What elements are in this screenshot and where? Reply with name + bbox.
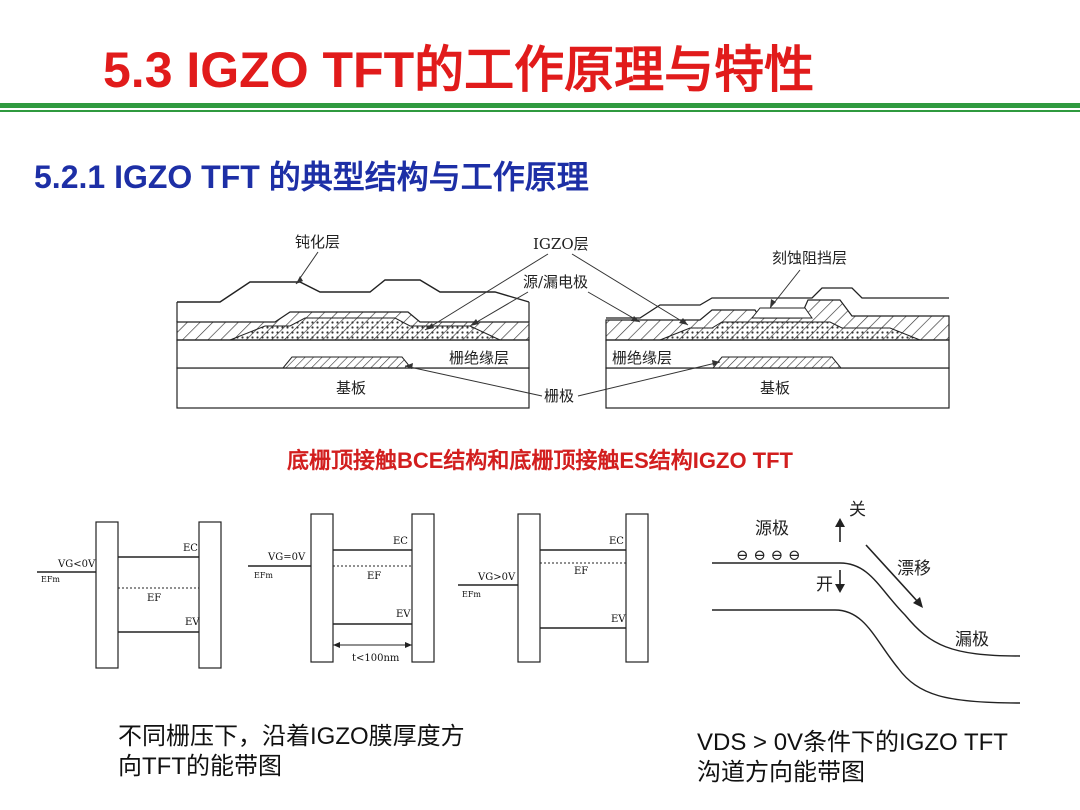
band-diagram-vg-positive: VG>0V EFm EC EF EV	[458, 513, 649, 663]
label-substrate-right: 基板	[760, 379, 790, 397]
label-source: 源极	[755, 519, 789, 539]
efm-label-2: EFm	[254, 571, 273, 580]
label-passivation: 钝化层	[295, 233, 340, 251]
ev-label-1: EV	[185, 617, 200, 628]
es-structure	[605, 287, 950, 409]
arrow-down-icon	[835, 584, 845, 593]
igzo-left	[229, 317, 501, 341]
substrate-left	[176, 367, 530, 409]
structure-caption: 底栅顶接触BCE结构和底栅顶接触ES结构IGZO TFT	[286, 448, 793, 473]
label-off: 关	[849, 500, 866, 520]
ec-label-3: EC	[609, 536, 624, 547]
tft-structure-diagram: 钝化层 IGZO层 源/漏电极 刻蚀阻挡层 栅绝缘层 栅绝缘层 基板 基板 栅极	[176, 233, 950, 409]
label-source-drain: 源/漏电极	[523, 273, 588, 291]
electrons: ⊖ ⊖ ⊖ ⊖	[736, 546, 801, 564]
ec-label-2: EC	[393, 536, 408, 547]
label-gate-insulator-left: 栅绝缘层	[449, 349, 509, 367]
vg-label-3: VG>0V	[477, 572, 516, 583]
gate-right	[711, 356, 843, 369]
label-gate-insulator-right: 栅绝缘层	[612, 349, 672, 367]
caption-right-line1: VDS > 0V条件下的IGZO TFT	[697, 729, 1008, 756]
efm-label-3: EFm	[462, 590, 481, 599]
thickness-label: t<100nm	[352, 653, 400, 664]
band-diagrams: VG<0V EFm EC EF EV VG=0V EFm EC EF EV t<…	[37, 513, 649, 669]
label-etch-stop: 刻蚀阻挡层	[772, 249, 847, 267]
caption-band-thickness: 不同栅压下，沿着IGZO膜厚度方 向TFT的能带图	[118, 722, 465, 782]
title-divider-thin	[0, 110, 1080, 112]
channel-band-diagram: 源极 关 ⊖ ⊖ ⊖ ⊖ 开 漂移 漏极	[712, 500, 1021, 704]
ef-label-2: EF	[367, 571, 381, 582]
section-subtitle: 5.2.1 IGZO TFT 的典型结构与工作原理	[34, 159, 589, 195]
etch-stop-layer	[750, 307, 813, 319]
gate-left	[281, 356, 413, 369]
bce-structure	[176, 279, 530, 409]
conduction-band-lower	[712, 609, 1021, 704]
passivation-left	[177, 279, 530, 303]
label-drain: 漏极	[955, 630, 989, 650]
caption-band-channel: VDS > 0V条件下的IGZO TFT 沟道方向能带图	[697, 728, 1008, 788]
band-diagram-vg-zero: VG=0V EFm EC EF EV t<100nm	[248, 513, 435, 664]
band-diagram-vg-negative: VG<0V EFm EC EF EV	[37, 521, 222, 669]
igzo-right	[659, 321, 921, 341]
caption-left-line1: 不同栅压下，沿着IGZO膜厚度方	[118, 723, 465, 750]
ev-label-2: EV	[396, 609, 411, 620]
substrate-right	[605, 367, 950, 409]
ev-label-3: EV	[611, 614, 626, 625]
page-title: 5.3 IGZO TFT的工作原理与特性	[103, 42, 815, 98]
ec-label-1: EC	[183, 543, 198, 554]
vg-label-1: VG<0V	[57, 559, 96, 570]
label-gate: 栅极	[544, 387, 574, 405]
caption-right-line2: 沟道方向能带图	[697, 759, 865, 786]
label-substrate-left: 基板	[336, 379, 366, 397]
title-divider-thick	[0, 103, 1080, 108]
conduction-band-upper	[712, 562, 1021, 657]
vg-label-2: VG=0V	[267, 552, 306, 563]
leader-arrowheads	[296, 276, 776, 369]
label-drift: 漂移	[897, 559, 931, 579]
arrow-up-icon	[835, 518, 845, 527]
caption-left-line2: 向TFT的能带图	[118, 753, 282, 780]
drift-arrow-icon	[913, 597, 923, 608]
label-igzo: IGZO层	[533, 235, 589, 253]
label-on: 开	[816, 575, 833, 595]
efm-label-1: EFm	[41, 575, 60, 584]
ef-label-3: EF	[574, 566, 588, 577]
passivation-right	[606, 287, 949, 319]
ef-label-1: EF	[147, 593, 161, 604]
